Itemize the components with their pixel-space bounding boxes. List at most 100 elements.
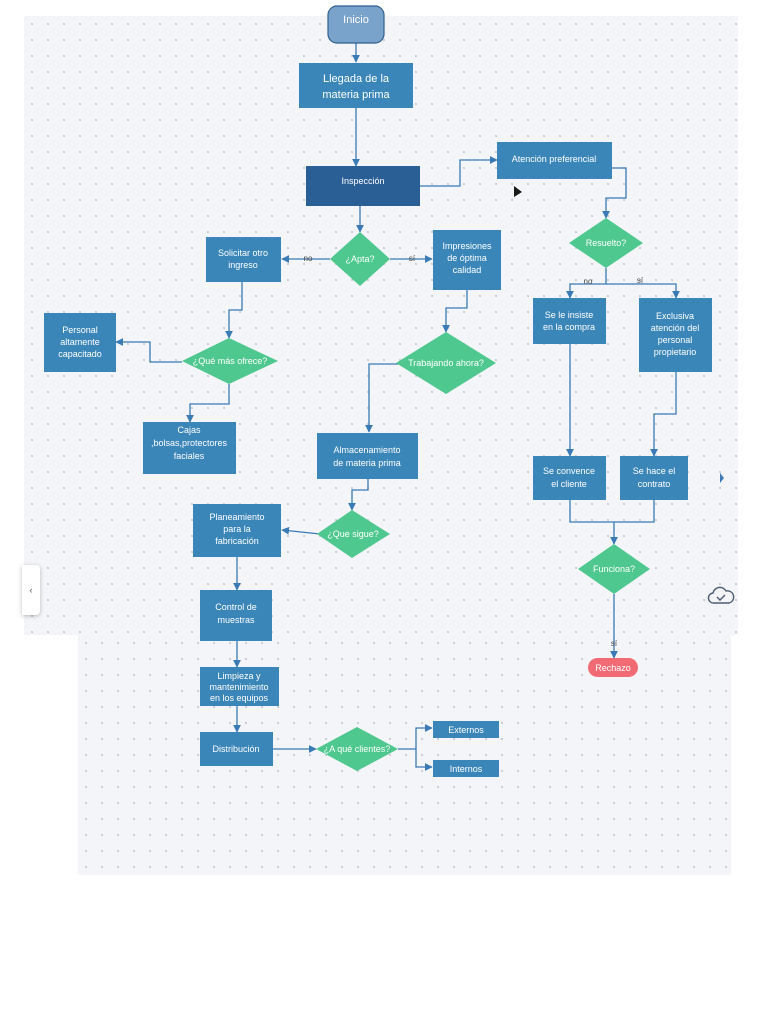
svg-text:calidad: calidad [453, 265, 482, 275]
node-planeamiento[interactable]: Planeamiento para la fabricación [193, 504, 281, 557]
svg-text:Distribución: Distribución [212, 744, 259, 754]
svg-text:¿Que sigue?: ¿Que sigue? [327, 529, 379, 539]
edge-inspeccion-atencion [420, 156, 498, 187]
node-atencion[interactable]: Atención preferencial [497, 142, 612, 179]
svg-text:Se hace el: Se hace el [633, 466, 676, 476]
node-impresiones[interactable]: Impresiones de óptima calidad [433, 230, 501, 290]
mouse-cursor-icon [514, 186, 522, 197]
edge-aque-internos [415, 749, 433, 771]
svg-text:Internos: Internos [450, 764, 483, 774]
svg-text:Inspección: Inspección [341, 176, 384, 186]
node-solicitar[interactable]: Solicitar otro ingreso [206, 237, 281, 282]
svg-text:Almacenamiento: Almacenamiento [333, 445, 400, 455]
svg-text:Exclusiva: Exclusiva [656, 311, 694, 321]
svg-text:¿Qué más ofrece?: ¿Qué más ofrece? [193, 356, 268, 366]
diagram-canvas [24, 16, 738, 635]
cloud-saved-icon[interactable] [707, 586, 735, 606]
node-inspeccion[interactable]: Inspección [306, 166, 420, 206]
node-personal[interactable]: Personal altamente capacitado [44, 313, 116, 372]
node-distribucion[interactable]: Distribución [200, 732, 273, 766]
expand-right-icon[interactable] [720, 473, 724, 483]
node-control[interactable]: Control de muestras [200, 590, 272, 641]
decision-que-mas[interactable]: ¿Qué más ofrece? [182, 338, 278, 384]
node-convence[interactable]: Se convence el cliente [533, 456, 606, 500]
edge-label-si-resuelto: sí [637, 276, 644, 285]
node-llegada[interactable]: Llegada de la materia prima [299, 63, 413, 108]
svg-text:Funciona?: Funciona? [593, 564, 635, 574]
svg-text:capacitado: capacitado [58, 349, 102, 359]
svg-text:Externos: Externos [448, 725, 484, 735]
chevron-left-icon: ‹ [29, 585, 33, 595]
edge-atencion-resuelto [602, 167, 627, 219]
svg-text:Se convence: Se convence [543, 466, 595, 476]
node-exclusiva[interactable]: Exclusiva atención del personal propieta… [639, 298, 712, 372]
svg-text:en la compra: en la compra [543, 322, 595, 332]
decision-resuelto[interactable]: Resuelto? [569, 218, 643, 268]
edge-resuelto-insiste [566, 268, 607, 299]
node-internos[interactable]: Internos [433, 760, 499, 777]
node-contrato[interactable]: Se hace el contrato [620, 456, 688, 500]
edge-label-si-funciona: sí [611, 639, 618, 648]
svg-text:de óptima: de óptima [447, 253, 487, 263]
edge-quesigue-planeamiento [281, 526, 321, 535]
decision-trabajando[interactable]: Trabajando ahora? [396, 332, 496, 394]
svg-text:Personal: Personal [62, 325, 98, 335]
svg-text:Solicitar otro: Solicitar otro [218, 248, 268, 258]
svg-text:Control de: Control de [215, 602, 257, 612]
svg-text:Cajas: Cajas [177, 425, 201, 435]
svg-text:Atención preferencial: Atención preferencial [512, 154, 597, 164]
svg-text:¿Apta?: ¿Apta? [345, 254, 374, 264]
svg-text:para la: para la [223, 524, 251, 534]
svg-text:Planeamiento: Planeamiento [209, 512, 264, 522]
svg-text:muestras: muestras [217, 615, 255, 625]
decision-a-que-clientes[interactable]: ¿A qué clientes? [316, 727, 398, 771]
svg-text:,bolsas,protectores: ,bolsas,protectores [151, 438, 228, 448]
svg-text:Limpieza y: Limpieza y [217, 671, 261, 681]
node-limpieza[interactable]: Limpieza y mantenimiento en los equipos [200, 667, 279, 706]
edge-label-no-apta: no [304, 254, 313, 263]
svg-text:en los equipos: en los equipos [210, 693, 269, 703]
node-externos[interactable]: Externos [433, 721, 499, 738]
svg-text:mantenimiento: mantenimiento [209, 682, 268, 692]
node-almacenamiento[interactable]: Almacenamiento de materia prima [317, 433, 418, 479]
svg-text:fabricación: fabricación [215, 536, 259, 546]
edge-aque-externos [398, 724, 433, 750]
svg-text:faciales: faciales [174, 451, 205, 461]
svg-text:atención del: atención del [651, 323, 700, 333]
edge-impresiones-trabajando [442, 290, 468, 333]
svg-text:Resuelto?: Resuelto? [586, 238, 627, 248]
edge-quemas-personal [115, 338, 182, 363]
edge-resuelto-exclusiva [606, 283, 680, 299]
svg-text:materia prima: materia prima [322, 89, 390, 101]
svg-text:de materia prima: de materia prima [333, 458, 401, 468]
svg-text:Llegada de la: Llegada de la [323, 73, 390, 85]
edge-solicitar-quemas [225, 282, 243, 339]
node-inicio[interactable]: Inicio [327, 5, 385, 44]
edge-contrato-funciona [614, 500, 655, 523]
edge-exclusiva-contrato [650, 372, 677, 457]
svg-text:propietario: propietario [654, 347, 697, 357]
collapse-panel-tab[interactable]: ‹ [22, 565, 40, 615]
edge-quemas-cajas [186, 384, 230, 423]
svg-text:contrato: contrato [638, 479, 671, 489]
decision-que-sigue[interactable]: ¿Que sigue? [317, 510, 390, 558]
svg-text:personal: personal [658, 335, 693, 345]
node-rechazo[interactable]: Rechazo [588, 658, 638, 677]
edge-trabajando-almacenamiento [365, 363, 400, 433]
svg-text:altamente: altamente [60, 337, 100, 347]
svg-text:Se le insiste: Se le insiste [545, 310, 594, 320]
svg-text:Rechazo: Rechazo [595, 663, 631, 673]
edge-convence-funciona [569, 500, 618, 545]
edge-label-no-resuelto: no [584, 277, 593, 286]
svg-text:Impresiones: Impresiones [442, 241, 492, 251]
svg-text:¿A qué clientes?: ¿A qué clientes? [324, 744, 391, 754]
connectors [115, 43, 680, 771]
svg-text:el cliente: el cliente [551, 479, 587, 489]
node-cajas[interactable]: Cajas ,bolsas,protectores faciales [143, 422, 236, 474]
decision-apta[interactable]: ¿Apta? [330, 232, 390, 286]
decision-funciona[interactable]: Funciona? [578, 544, 650, 594]
svg-text:Trabajando ahora?: Trabajando ahora? [408, 358, 484, 368]
svg-text:Inicio: Inicio [343, 14, 369, 26]
node-insiste[interactable]: Se le insiste en la compra [533, 298, 606, 344]
